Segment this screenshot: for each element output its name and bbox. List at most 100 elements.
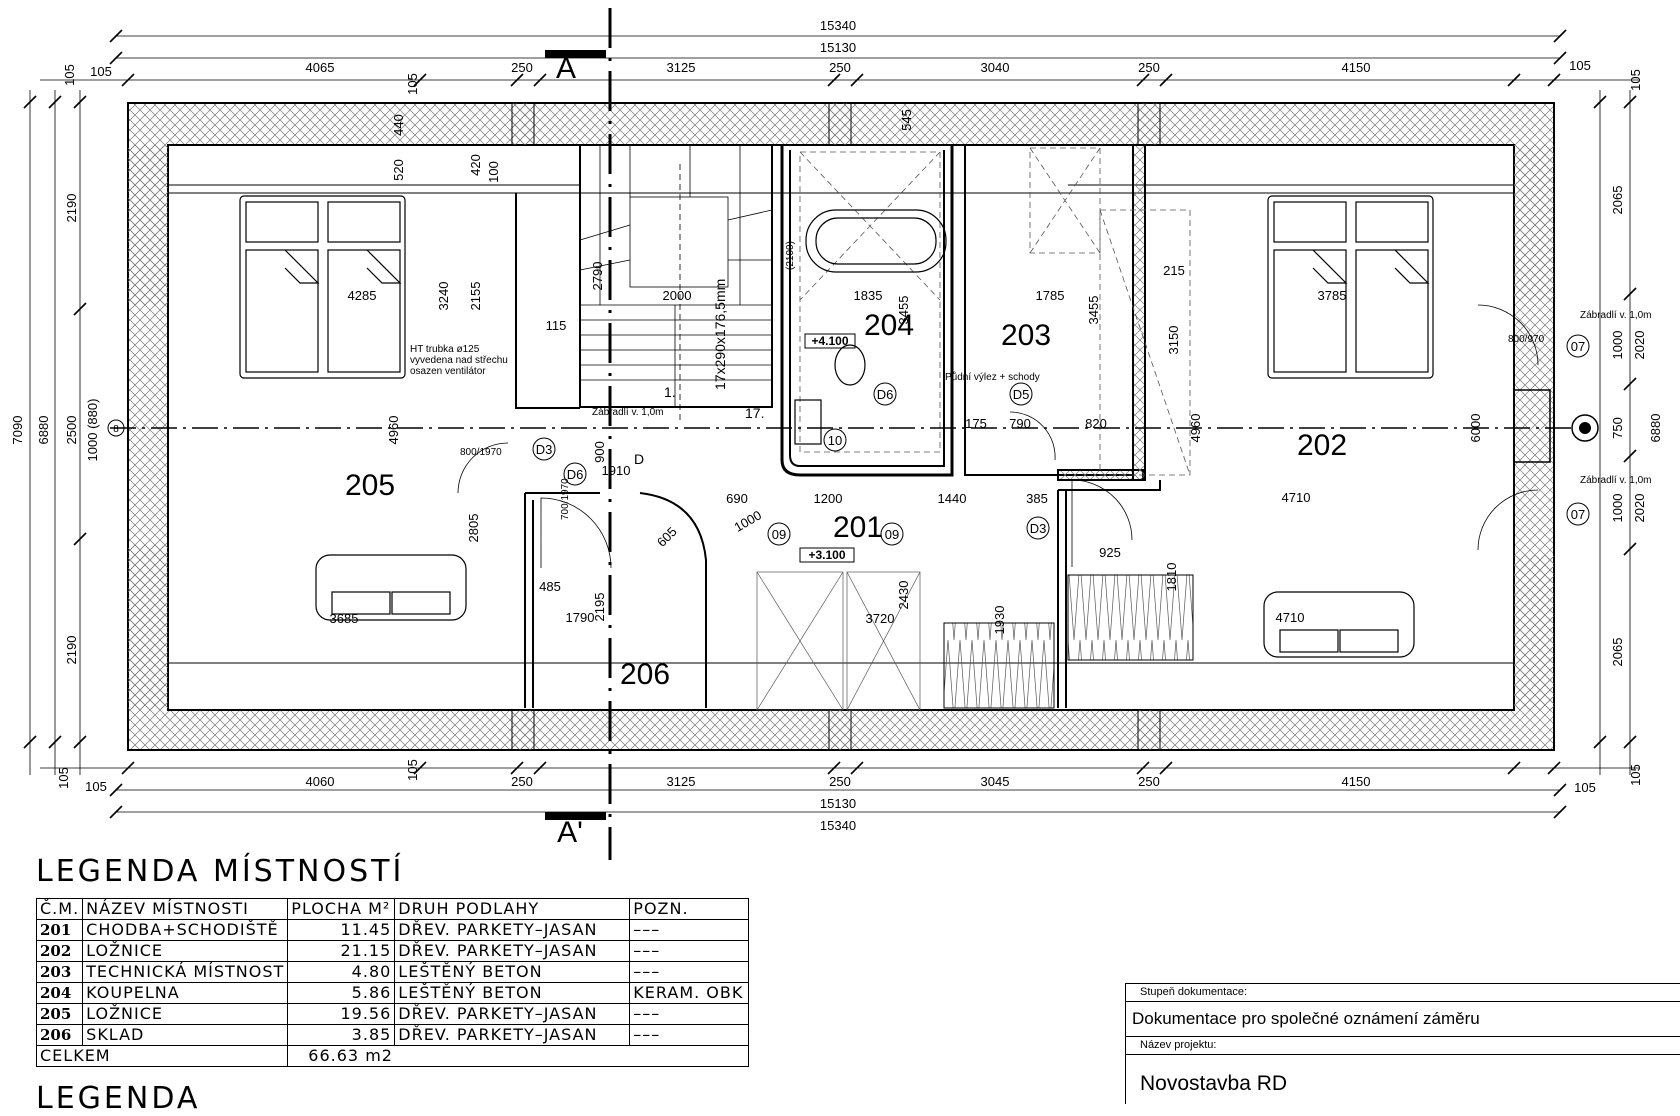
dim-right-seg: 105 bbox=[1628, 764, 1643, 786]
dim-room: 1200 bbox=[814, 491, 843, 506]
room-floor-cell: LEŠTĚNÝ BETON bbox=[394, 982, 631, 1004]
dim-room: 1835 bbox=[854, 288, 883, 303]
sofa-205 bbox=[315, 554, 467, 621]
door-tag: D5 bbox=[1013, 387, 1030, 402]
room-floor-cell: DŘEV. PARKETY–JASAN bbox=[394, 1024, 631, 1046]
dim-room: 215 bbox=[1163, 263, 1185, 278]
dim-right-inner: 6880 bbox=[1648, 414, 1663, 443]
room-area-cell: 19.56 bbox=[287, 1003, 396, 1025]
dim-left-seg: 2500 bbox=[64, 416, 79, 445]
dim-top-seg: 250 bbox=[829, 60, 851, 75]
door-tag: D6 bbox=[567, 467, 584, 482]
room-area-cell: 3.85 bbox=[287, 1024, 396, 1046]
dim-bottom-seg: 4150 bbox=[1342, 774, 1371, 789]
dim-room: 2805 bbox=[466, 514, 481, 543]
dim-left-inner: 6880 bbox=[36, 416, 51, 445]
dim-room: 2790 bbox=[590, 262, 605, 291]
dim-room: 100 bbox=[486, 161, 501, 183]
room-num-cell: 205 bbox=[35, 1003, 84, 1025]
note-stair: 17. bbox=[745, 405, 764, 421]
room-number-204: 204 bbox=[864, 309, 914, 342]
room-legend: LEGENDA MÍSTNOSTÍ Č.M. NÁZEV MÍSTNOSTI P… bbox=[35, 852, 756, 1067]
note-railing: Zábradlí v. 1,0m bbox=[592, 407, 664, 418]
room-num-cell: 202 bbox=[35, 940, 84, 962]
note-door: 700/1970 bbox=[560, 478, 571, 520]
dim-room: 545 bbox=[899, 109, 914, 131]
note-ht-pipe: vyvedena nad střechu bbox=[410, 355, 508, 366]
legend-header-row: Č.M. NÁZEV MÍSTNOSTI PLOCHA M² DRUH PODL… bbox=[35, 898, 750, 920]
section-marks: A A' bbox=[545, 50, 606, 849]
dim-bottom-seg: 105 bbox=[1574, 780, 1596, 795]
legend-header: POZN. bbox=[629, 898, 750, 920]
dim-room: 3455 bbox=[1086, 296, 1101, 325]
dim-room: 2430 bbox=[896, 581, 911, 610]
room-name-cell: TECHNICKÁ MÍSTNOST bbox=[82, 961, 289, 983]
room-number-206: 206 bbox=[620, 658, 670, 691]
dim-top-outer: 15340 bbox=[820, 18, 856, 33]
dim-room: 520 bbox=[391, 159, 406, 181]
dim-room: 3720 bbox=[866, 611, 895, 626]
dim-room: 2195 bbox=[592, 593, 607, 622]
dim-left-seg: 105 bbox=[62, 64, 77, 86]
project-value: Novostavba RD bbox=[1140, 1072, 1288, 1095]
dim-top-seg: 4065 bbox=[306, 60, 335, 75]
note-stair: D bbox=[634, 451, 644, 467]
dim-right-seg: 2020 bbox=[1632, 331, 1647, 360]
dim-top-seg: 250 bbox=[1138, 60, 1160, 75]
dimension-lines bbox=[29, 35, 1640, 813]
door-tag: 07 bbox=[1571, 339, 1585, 354]
room-name-cell: KOUPELNA bbox=[82, 982, 289, 1004]
door-tag: 10 bbox=[828, 433, 842, 448]
dim-left-seg: 105 bbox=[56, 767, 71, 789]
table-row: 204 KOUPELNA 5.86 LEŠTĚNÝ BETON KERAM. O… bbox=[35, 982, 750, 1004]
note-ht-pipe: HT trubka ø125 bbox=[410, 344, 480, 355]
level-label: +3.100 bbox=[808, 548, 845, 562]
total-label: CELKEM bbox=[35, 1045, 289, 1067]
room-floor-cell: DŘEV. PARKETY–JASAN bbox=[394, 1003, 631, 1025]
room-note-cell: ––– bbox=[629, 1024, 750, 1046]
bed-202 bbox=[1267, 195, 1434, 379]
dim-bottom-inner: 15130 bbox=[820, 796, 856, 811]
title-block: Stupeň dokumentace: Dokumentace pro spol… bbox=[1125, 983, 1680, 1104]
legend-header: PLOCHA M² bbox=[287, 898, 396, 920]
room-floor-cell: DŘEV. PARKETY–JASAN bbox=[394, 919, 631, 941]
dim-room: 790 bbox=[1009, 416, 1031, 431]
dim-right-seg: 2065 bbox=[1610, 638, 1625, 667]
note-ht-pipe: osazen ventilátor bbox=[410, 366, 486, 377]
room-area-cell: 5.86 bbox=[287, 982, 396, 1004]
note-door: 800/970 bbox=[1508, 334, 1545, 345]
dim-bottom-outer: 15340 bbox=[820, 818, 856, 833]
note-stair-spec: 17x290x176,5mm bbox=[712, 279, 728, 390]
table-row: 203 TECHNICKÁ MÍSTNOST 4.80 LEŠTĚNÝ BETO… bbox=[35, 961, 750, 983]
note-railing: Zábradlí v. 1,0m bbox=[1580, 475, 1652, 486]
dim-left-seg: 1000 (880) bbox=[85, 399, 100, 462]
dim-room: 175 bbox=[965, 416, 987, 431]
table-row: 205 LOŽNICE 19.56 DŘEV. PARKETY–JASAN ––… bbox=[35, 1003, 750, 1025]
room-note-cell: KERAM. OBK bbox=[629, 982, 750, 1004]
dim-bottom-seg: 3125 bbox=[667, 774, 696, 789]
room-area-cell: 21.15 bbox=[287, 940, 396, 962]
dim-room: 4710 bbox=[1282, 490, 1311, 505]
room-num-cell: 204 bbox=[35, 982, 84, 1004]
dim-room: 605 bbox=[654, 524, 680, 550]
section-mark-bottom: A' bbox=[557, 816, 583, 849]
dim-room: 3240 bbox=[436, 282, 451, 311]
dim-room: 3785 bbox=[1318, 288, 1347, 303]
dim-room: 6000 bbox=[1468, 414, 1483, 443]
bathtub bbox=[805, 209, 947, 273]
stage-caption: Stupeň dokumentace: bbox=[1126, 984, 1680, 1002]
legend-header: NÁZEV MÍSTNOSTI bbox=[82, 898, 289, 920]
level-label: +4.100 bbox=[811, 334, 848, 348]
stair bbox=[579, 145, 773, 420]
dim-top-seg: 105 bbox=[1569, 58, 1591, 73]
room-number-203: 203 bbox=[1001, 319, 1051, 352]
dim-bottom-seg: 250 bbox=[829, 774, 851, 789]
table-row: 202 LOŽNICE 21.15 DŘEV. PARKETY–JASAN ––… bbox=[35, 940, 750, 962]
dim-room: 385 bbox=[1026, 491, 1048, 506]
legend-title: LEGENDA MÍSTNOSTÍ bbox=[36, 854, 405, 889]
dim-left-seg: 2190 bbox=[64, 636, 79, 665]
room-note-cell: ––– bbox=[629, 961, 750, 983]
dim-room: 3685 bbox=[330, 611, 359, 626]
dim-room: 1790 bbox=[566, 610, 595, 625]
